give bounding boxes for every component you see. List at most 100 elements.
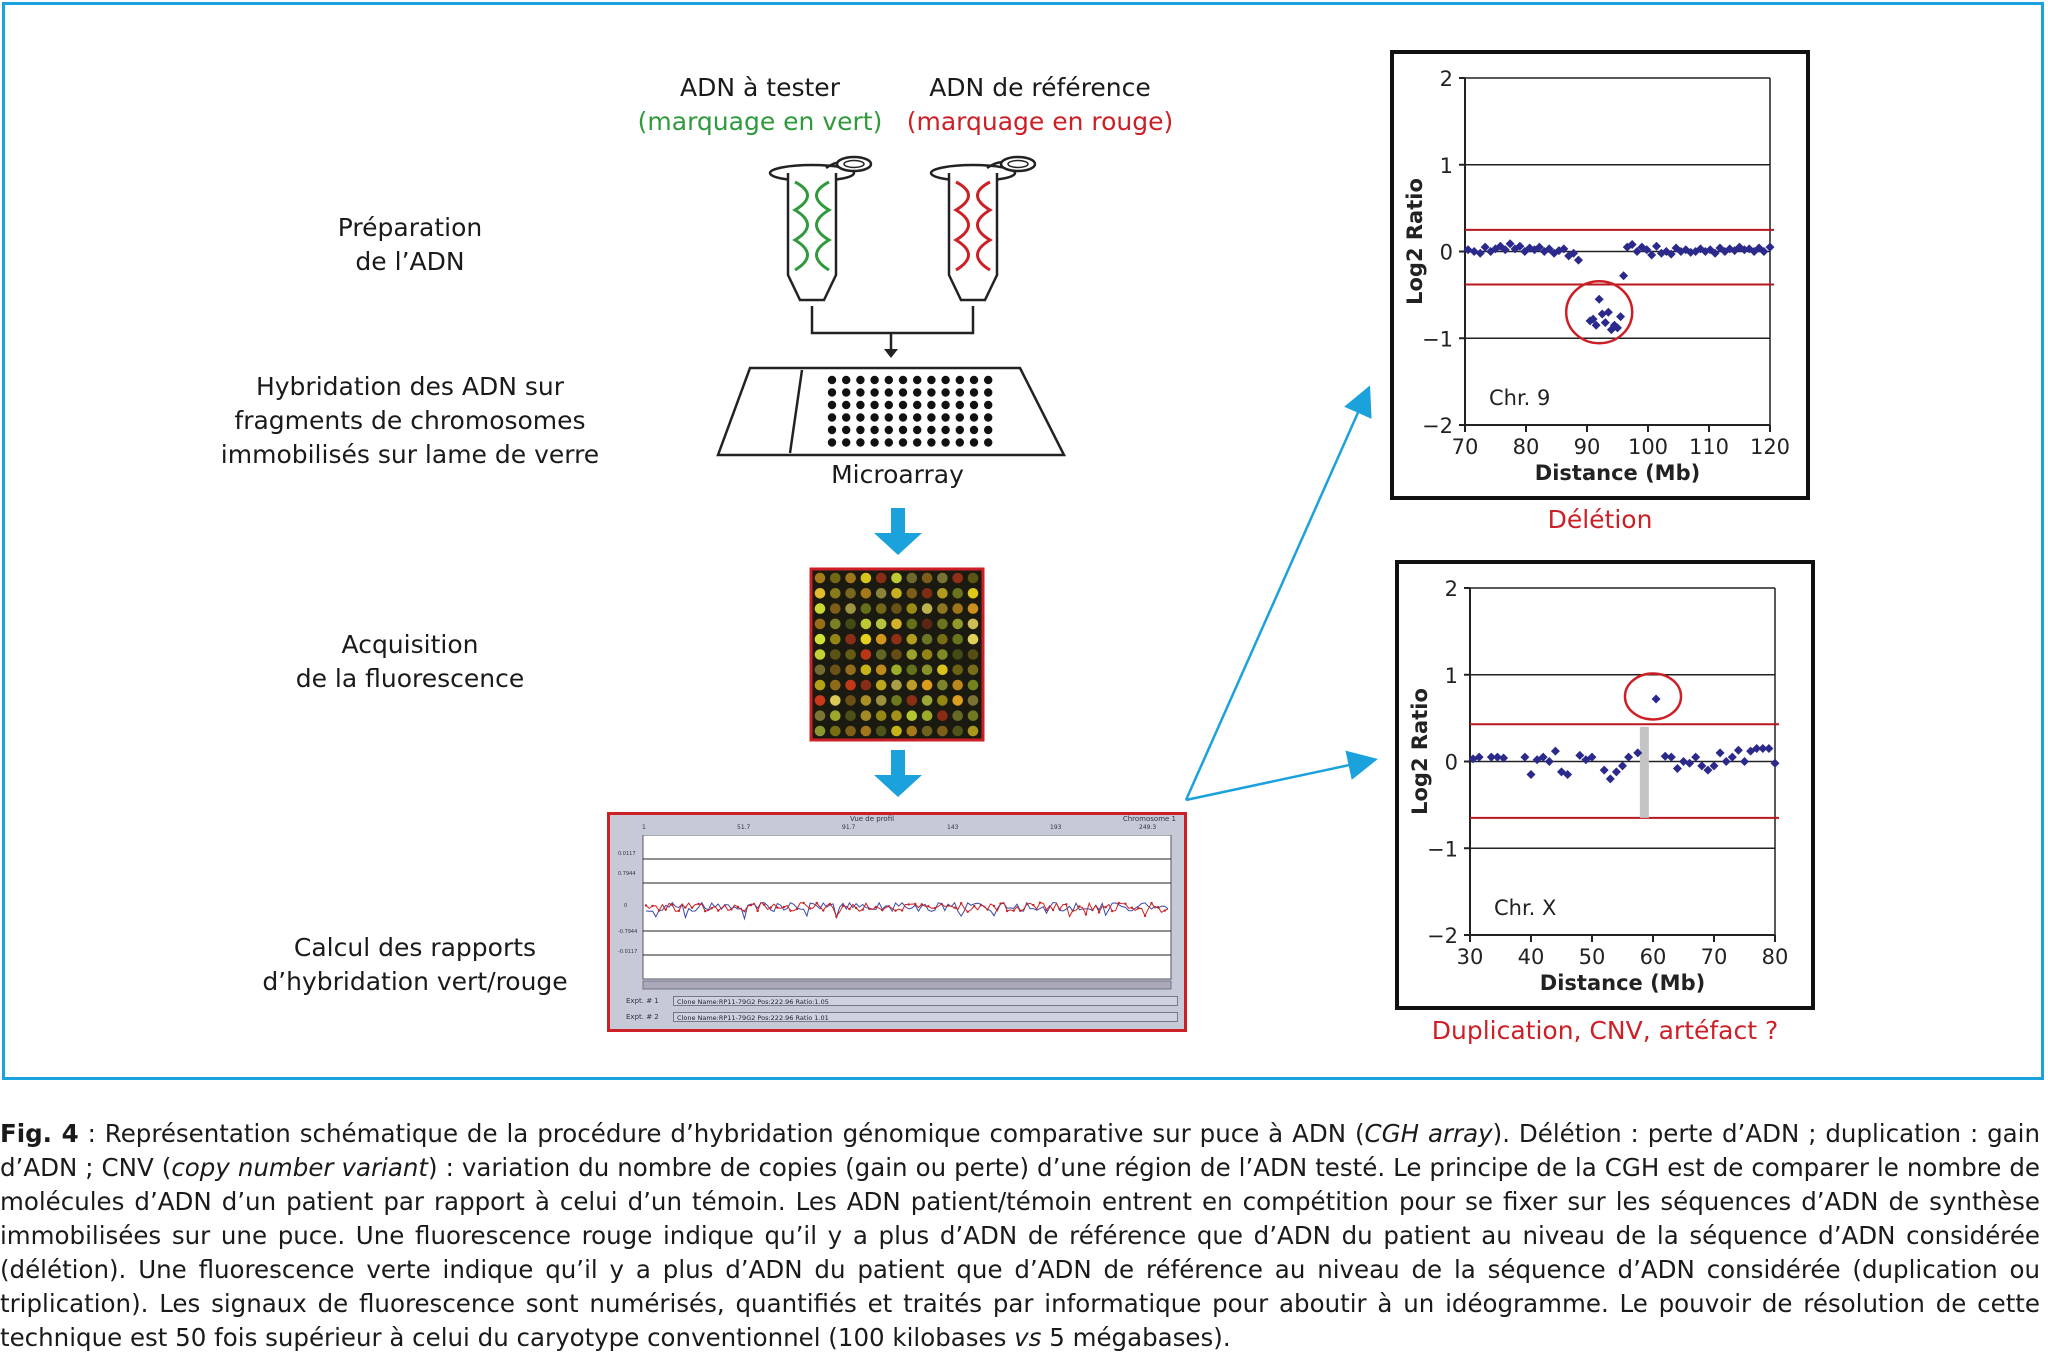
fluorescence-spot — [967, 572, 979, 584]
array-spot — [870, 375, 879, 385]
y-tick-label: 1 — [1440, 154, 1453, 178]
step-preparation-line1: Préparation — [337, 213, 483, 242]
fluorescence-spot — [860, 618, 872, 630]
fluorescence-spot — [921, 664, 933, 676]
fluorescence-spot — [814, 725, 826, 737]
fluorescence-spot — [952, 618, 963, 630]
y-tick-label: 1 — [1445, 664, 1458, 688]
array-spot — [884, 438, 893, 447]
fluorescence-spot — [845, 710, 856, 721]
fluorescence-spot — [860, 633, 872, 645]
fluorescence-spot — [845, 695, 856, 706]
duplication-title: Duplication, CNV, artéfact ? — [1431, 1016, 1779, 1045]
expt1-field: Clone Name:RP11-79G2 Pos:222.96 Ratio:1.… — [673, 996, 1178, 1006]
fluorescence-spot — [937, 603, 948, 614]
y-axis-label: Log2 Ratio — [1403, 178, 1427, 305]
data-point — [1525, 243, 1535, 253]
y-tick-label: −1 — [1427, 837, 1458, 861]
x-tick-label: 60 — [1640, 945, 1667, 969]
fluorescence-spot — [814, 649, 826, 660]
data-point — [1600, 318, 1610, 328]
fluorescence-spot — [921, 572, 933, 584]
data-point — [1510, 244, 1520, 254]
highlight-circle — [1564, 279, 1634, 345]
fluorescence-spot — [860, 710, 872, 721]
array-spot — [870, 425, 879, 435]
caption-italic-2: copy number variant — [171, 1153, 429, 1182]
highlight-band — [1639, 726, 1649, 818]
fluorescence-spot — [875, 603, 887, 614]
data-point — [1530, 245, 1540, 255]
fluorescence-spot — [845, 618, 856, 630]
step-calcul-line2: d’hybridation vert/rouge — [262, 967, 568, 996]
fluorescence-spot — [875, 649, 887, 660]
data-point — [1697, 761, 1707, 771]
data-point — [1618, 761, 1627, 771]
caption-text-2: ). Délétion : perte d’ADN ; duplication … — [0, 1119, 2041, 1182]
fluorescence-spot — [891, 588, 902, 599]
data-point — [1605, 774, 1615, 784]
fluorescence-spot — [860, 679, 872, 691]
array-spot — [913, 413, 922, 422]
data-point — [1505, 239, 1515, 249]
data-point — [1715, 748, 1725, 758]
tick-label: 249.3 — [1139, 824, 1157, 831]
fluorescence-spot — [921, 679, 933, 691]
fluorescence-spot — [952, 710, 963, 721]
fluorescence-spot — [967, 679, 979, 691]
arrow-to-duplication — [1185, 750, 1378, 802]
array-spot — [955, 438, 964, 447]
caption-figure-label: Fig. 4 — [0, 1119, 79, 1148]
array-spot — [984, 375, 993, 385]
tick-label: 51.7 — [737, 824, 751, 831]
svg-text:0: 0 — [624, 903, 627, 909]
data-point — [1709, 761, 1719, 771]
data-point — [1752, 743, 1762, 753]
fluorescence-spot — [845, 603, 856, 614]
fluorescence-spot — [875, 679, 887, 691]
fluorescence-spot — [967, 649, 979, 660]
profile-screen-ticks: 1 51.7 91.7 143 193 249.3 — [642, 824, 1156, 834]
data-point — [1534, 242, 1544, 252]
data-point — [1721, 757, 1731, 766]
fluorescence-spot — [952, 633, 963, 645]
array-spot — [955, 388, 964, 397]
fluorescence-spot — [845, 649, 856, 660]
data-point — [1764, 743, 1774, 753]
data-point — [1585, 316, 1595, 326]
data-point — [1765, 242, 1775, 252]
chromosome-label: Chr. 9 — [1489, 386, 1550, 410]
data-point — [1703, 765, 1713, 775]
test-dna-marking: (marquage en vert) — [637, 107, 883, 136]
data-point — [1710, 248, 1720, 258]
fluorescence-spot — [860, 664, 872, 676]
y-tick-label: −1 — [1422, 327, 1453, 351]
down-arrow-icon — [874, 508, 922, 555]
array-spot — [955, 375, 964, 385]
fluorescence-spot — [814, 664, 826, 676]
x-axis-label: Distance (Mb) — [1535, 461, 1700, 485]
x-tick-label: 70 — [1452, 435, 1479, 459]
array-spot — [827, 413, 837, 422]
array-spot — [842, 438, 851, 447]
caption-italic-1: CGH array — [1364, 1119, 1493, 1148]
fluorescence-spot — [906, 725, 918, 737]
fluorescence-spot — [906, 603, 918, 614]
array-spot — [842, 375, 851, 385]
fluorescence-spot — [921, 725, 933, 737]
tick-label: 143 — [947, 824, 959, 831]
fluorescence-spot — [921, 695, 933, 706]
step-preparation: Préparation de l’ADN — [250, 211, 570, 279]
data-point — [1733, 745, 1743, 755]
fluorescence-spot — [937, 664, 948, 676]
array-spot — [884, 413, 893, 422]
caption-italic-3: vs — [1014, 1323, 1042, 1352]
x-axis-label: Distance (Mb) — [1540, 971, 1705, 995]
fluorescence-spot — [814, 679, 826, 691]
svg-text:-0.7944: -0.7944 — [618, 929, 637, 935]
fluorescence-spot — [891, 633, 902, 645]
plot-border — [1390, 50, 1810, 500]
fluorescence-spot — [921, 633, 933, 645]
fluorescence-spot — [906, 649, 918, 660]
data-point — [1754, 243, 1764, 253]
